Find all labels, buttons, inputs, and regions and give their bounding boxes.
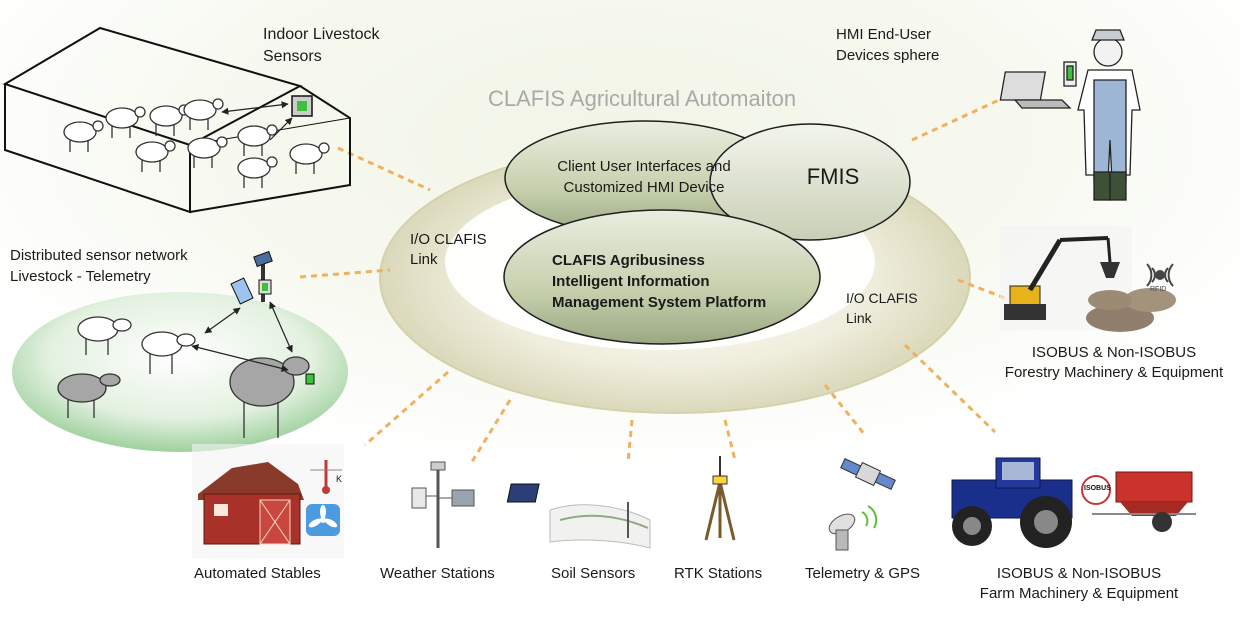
indoor-sheep [63, 98, 330, 188]
fan-icon [306, 504, 340, 536]
platform-ellipse-label: CLAFIS Agribusiness Intelligent Informat… [552, 250, 792, 313]
client-ui-line2: Customized HMI Device [563, 179, 725, 196]
distributed-sensor-label: Distributed sensor network Livestock - T… [10, 245, 188, 287]
telemetry-gps-illustration [828, 458, 896, 551]
weather-stations-label: Weather Stations [380, 565, 495, 582]
farm-line1: ISOBUS & Non-ISOBUS [996, 565, 1162, 582]
io-link-label-right: I/O CLAFIS Link [846, 288, 918, 328]
forestry-line2: Forestry Machinery & Equipment [1004, 364, 1224, 381]
forestry-machinery-label: ISOBUS & Non-ISOBUS Forestry Machinery &… [1000, 343, 1228, 383]
indoor-line2: Sensors [263, 48, 322, 65]
hmi-devices-label: HMI End-User Devices sphere [836, 24, 939, 66]
telemetry-arrows [191, 301, 293, 372]
automated-stables-label: Automated Stables [194, 565, 321, 582]
diagram-title: CLAFIS Agricultural Automaiton [488, 86, 797, 111]
soil-sensors-label: Soil Sensors [551, 565, 636, 582]
platform-line3: Management System Platform [552, 294, 767, 311]
distributed-line2: Livestock - Telemetry [10, 268, 151, 285]
rfid-badge-text: RFID [1150, 286, 1167, 293]
io-link-right-line1: I/O CLAFIS [846, 290, 918, 306]
core-ellipses [503, 120, 911, 345]
client-ui-line1: Client User Interfaces and [557, 158, 731, 175]
farm-machinery-label: ISOBUS & Non-ISOBUS Farm Machinery & Equ… [966, 564, 1192, 604]
rfid-icon [1146, 263, 1174, 287]
distributed-line1: Distributed sensor network [10, 247, 188, 264]
hmi-line1: HMI End-User [836, 26, 932, 43]
telemetry-gps-label: Telemetry & GPS [805, 565, 921, 582]
platform-line2: Intelligent Information [552, 273, 710, 290]
isobus-badge-text: ISOBUS [1084, 485, 1111, 492]
io-link-label-left: I/O CLAFIS Link [410, 230, 487, 270]
platform-line1: CLAFIS Agribusiness [552, 252, 705, 269]
indoor-livestock-label: Indoor Livestock Sensors [263, 24, 380, 68]
telemetry-sensor-nodes [230, 250, 315, 385]
indoor-sensor-arrows [221, 101, 293, 141]
weather-station-illustration [411, 461, 475, 548]
soil-sensor-illustration [506, 483, 651, 549]
forestry-line1: ISOBUS & Non-ISOBUS [1031, 344, 1197, 361]
rtk-stations-label: RTK Stations [674, 565, 763, 582]
fmis-ellipse-label: FMIS [806, 164, 860, 189]
io-link-left-line2: Link [410, 251, 438, 268]
automated-stables-illustration [192, 444, 344, 558]
thermometer-unit-text: K [336, 474, 343, 484]
farm-line2: Farm Machinery & Equipment [979, 585, 1179, 602]
indoor-line1: Indoor Livestock [263, 26, 380, 43]
dashed-links [299, 93, 1011, 466]
isobus-badge-icon [1081, 475, 1111, 505]
io-link-right-line2: Link [846, 310, 872, 326]
client-ui-ellipse-label: Client User Interfaces and Customized HM… [524, 156, 764, 198]
hmi-farmer-illustration [999, 29, 1141, 201]
forestry-machinery-illustration [1000, 226, 1176, 332]
rtk-station-illustration [704, 456, 736, 541]
thermometer-icon [310, 460, 342, 494]
farm-machinery-illustration [951, 457, 1196, 548]
hmi-line2: Devices sphere [836, 47, 940, 64]
io-link-left-line1: I/O CLAFIS [410, 231, 487, 248]
indoor-sensor-icon [291, 95, 313, 117]
